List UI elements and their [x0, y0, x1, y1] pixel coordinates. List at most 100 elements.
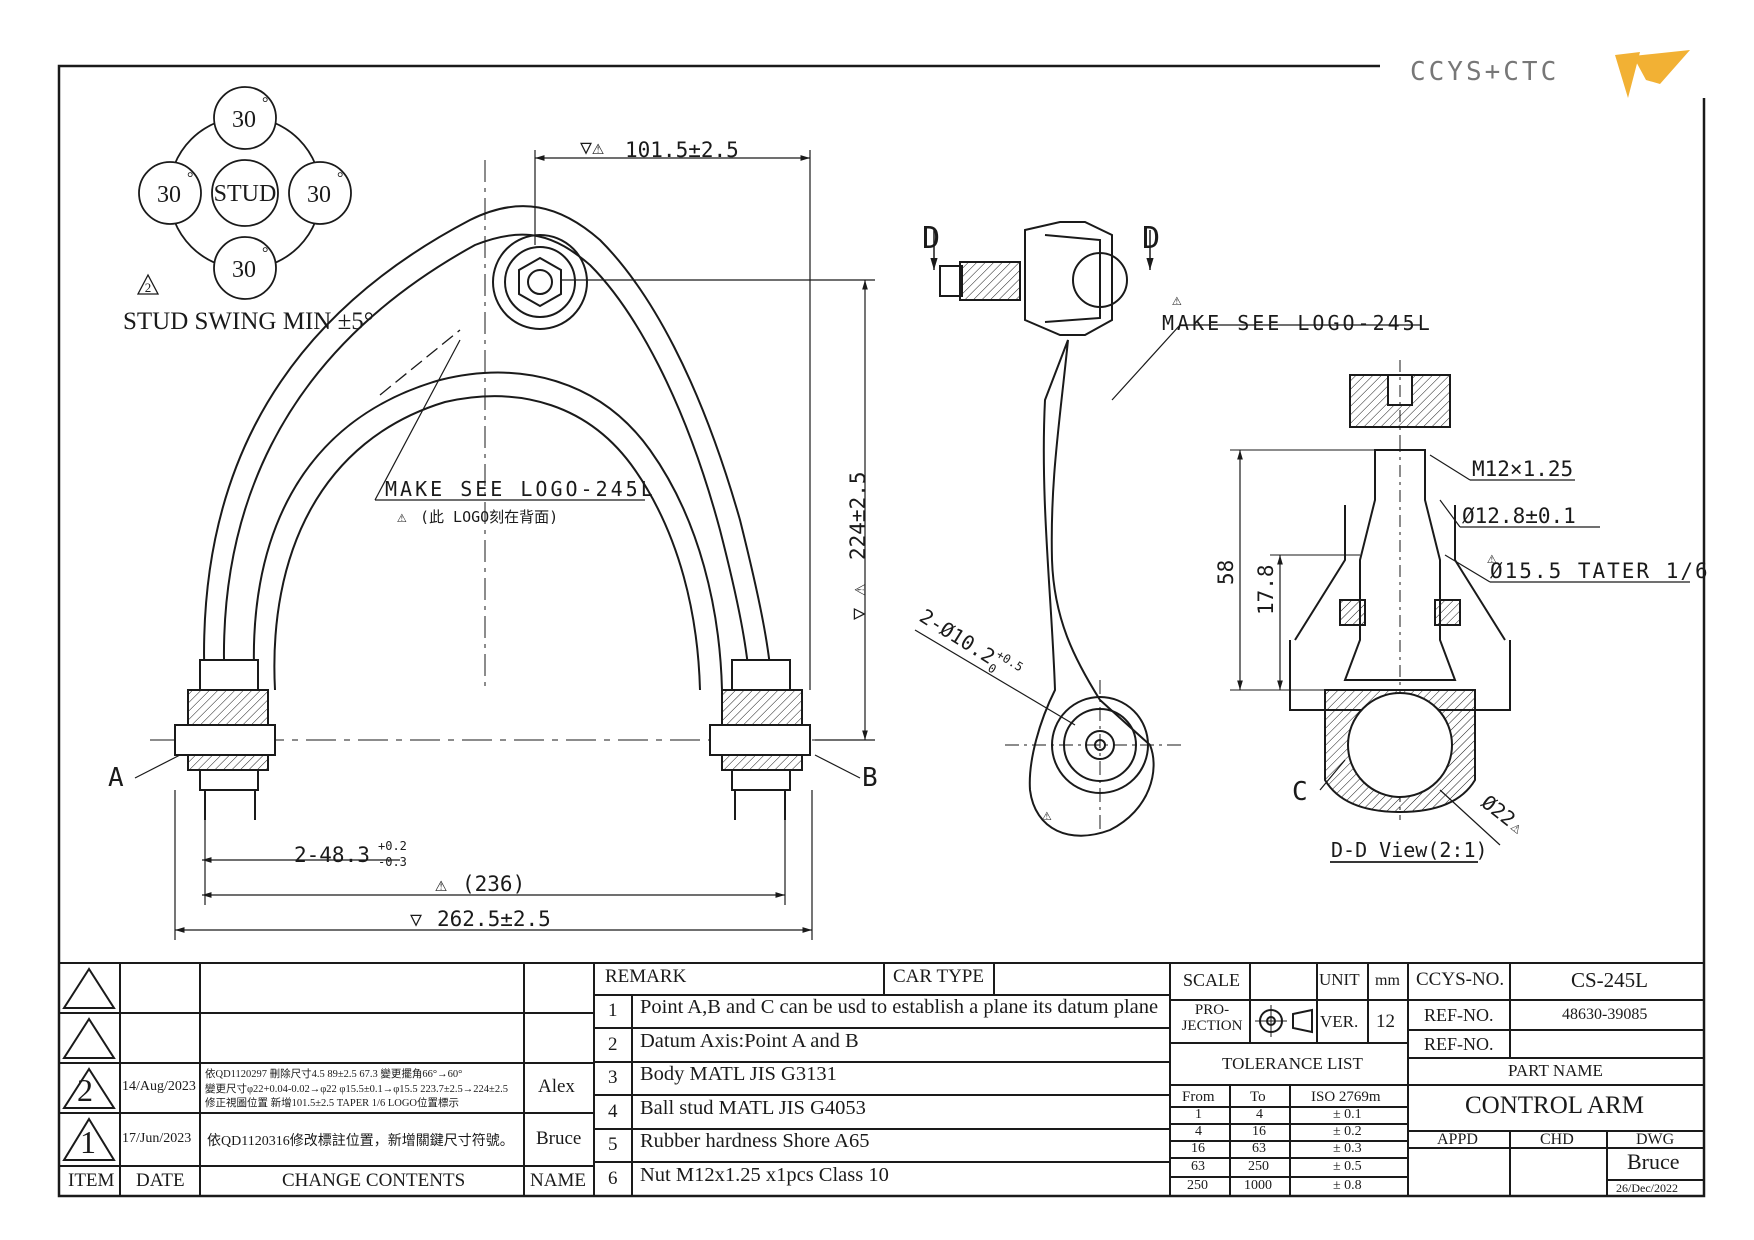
remark-text-6: Nut M12x1.25 x1pcs Class 10 — [640, 1164, 889, 1186]
tolerance-title: TOLERANCE LIST — [1222, 1054, 1363, 1073]
rev-header-item: ITEM — [68, 1170, 115, 1191]
point-a-label: A — [108, 763, 124, 793]
tol-value: ± 0.1 — [1333, 1107, 1362, 1122]
tol-to: 4 — [1256, 1107, 1263, 1122]
dim-dia-12-8: Ø12.8±0.1 — [1462, 504, 1576, 528]
section-d-left: D — [922, 221, 940, 256]
section-d-right: D — [1142, 221, 1160, 256]
ver-value: 12 — [1376, 1011, 1395, 1032]
dim-span: (236) — [462, 872, 525, 896]
stud-top-value: 30 — [232, 107, 256, 133]
point-c-label: C — [1292, 777, 1308, 807]
svg-text:▽: ▽ — [410, 907, 422, 931]
svg-text:+0.2: +0.2 — [378, 839, 407, 853]
tol-from: 250 — [1187, 1178, 1208, 1193]
appd-label: APPD — [1437, 1131, 1478, 1148]
remark-no-6: 6 — [608, 1168, 618, 1189]
svg-text:⚠: ⚠ — [1042, 805, 1052, 824]
section-view-title: D-D View(2:1) — [1331, 838, 1488, 862]
svg-text:°: ° — [262, 95, 268, 112]
tol-from: 16 — [1191, 1141, 1205, 1156]
tol-value: ± 0.8 — [1333, 1178, 1362, 1193]
svg-text:⚠: ⚠ — [1172, 290, 1182, 309]
chd-label: CHD — [1540, 1131, 1574, 1148]
remark-text-5: Rubber hardness Shore A65 — [640, 1130, 870, 1152]
bushing-right — [709, 659, 811, 820]
dim-17-8: 17.8 — [1254, 564, 1278, 615]
rev-header-change: CHANGE CONTENTS — [282, 1170, 466, 1191]
control-arm-main-view — [150, 160, 870, 741]
logo-note-main: MAKE SEE LOGO-245L — [385, 477, 656, 501]
remark-text-4: Ball stud MATL JIS G4053 — [640, 1097, 866, 1119]
svg-text:⚠: ⚠ — [435, 872, 447, 896]
logo-note-side: MAKE SEE LOGO-245L — [1162, 311, 1433, 335]
projection-label: PRO- JECTION — [1181, 1002, 1243, 1034]
dim-thread: M12×1.25 — [1472, 457, 1573, 481]
remark-text-3: Body MATL JIS G3131 — [640, 1063, 837, 1085]
rev-change-2-line3: 修正視圖位置 新增101.5±2.5 TAPER 1/6 LOGO位置標示 — [205, 1098, 460, 1109]
svg-text:⚠: ⚠ — [1487, 548, 1497, 567]
rev-change-1: 依QD1120316修改標註位置，新增關鍵尺寸符號。 — [207, 1134, 514, 1149]
section-view-labels: 58 17.8 M12×1.25 Ø12.8±0.1 ⚠ Ø15.5 TATER… — [1214, 457, 1710, 862]
part-name-label: PART NAME — [1508, 1061, 1603, 1080]
stud-swing-note: STUD SWING MIN ±5° — [123, 308, 374, 335]
dim-58: 58 — [1214, 560, 1238, 585]
dim-overall: 262.5±2.5 — [437, 907, 551, 931]
scale-label: SCALE — [1183, 970, 1241, 990]
dim-height: 224±2.5 — [846, 471, 870, 560]
sheet-border — [57, 64, 1706, 1198]
dim-holes: 2-48.3 — [294, 843, 370, 867]
stud-bottom-value: 30 — [232, 257, 256, 283]
logo-note-sub: (此 LOGO刻在背面) — [420, 508, 558, 526]
tol-to: 63 — [1252, 1141, 1266, 1156]
remark-no-1: 1 — [608, 1000, 618, 1021]
ref-no-value: 48630-39085 — [1562, 1006, 1648, 1023]
rev-header-date: DATE — [136, 1170, 185, 1191]
stud-left-value: 30 — [157, 182, 181, 208]
ccys-no-value: CS-245L — [1571, 968, 1649, 992]
rev-name-1: Bruce — [536, 1128, 582, 1149]
rev-item-1: 1 — [80, 1124, 96, 1160]
rev-name-2: Alex — [538, 1076, 575, 1097]
stud-swing-chart: STUD 30 30 30 30 ° ° ° ° 2 STUD SWING MI… — [123, 86, 374, 335]
remark-header: REMARK — [605, 966, 687, 987]
svg-text:°: ° — [262, 245, 268, 262]
rev-change-2-line1: 依QD1120297 刪除尺寸4.5 89±2.5 67.3 變更擺角66°→6… — [205, 1069, 463, 1080]
tol-value: ± 0.3 — [1333, 1141, 1362, 1156]
tol-to: 250 — [1248, 1159, 1269, 1174]
tol-from: 1 — [1195, 1107, 1202, 1122]
section-view-dd — [1230, 360, 1690, 863]
dim-dia-15-5: Ø15.5 TATER 1/6 — [1490, 559, 1710, 583]
dwg-label: DWG — [1636, 1131, 1675, 1148]
svg-text:▽⚠: ▽⚠ — [580, 135, 604, 159]
rev-date-1: 17/Jun/2023 — [122, 1131, 192, 1146]
svg-text:+0.5: +0.5 — [994, 647, 1026, 674]
svg-text:2: 2 — [145, 280, 152, 295]
drawing-date: 26/Dec/2022 — [1616, 1181, 1678, 1195]
drawn-by: Bruce — [1627, 1149, 1680, 1174]
company-logo: CCYS+CTC — [1410, 50, 1690, 98]
remark-no-2: 2 — [608, 1034, 618, 1055]
unit-label: UNIT — [1319, 970, 1360, 989]
stud-center-label: STUD — [214, 181, 277, 207]
remark-no-5: 5 — [608, 1134, 618, 1155]
car-type-header: CAR TYPE — [893, 966, 984, 987]
stud-right-value: 30 — [307, 182, 331, 208]
rev-item-2: 2 — [77, 1072, 93, 1108]
ccys-no-label: CCYS-NO. — [1416, 969, 1505, 990]
tol-value: ± 0.5 — [1333, 1159, 1362, 1174]
dimensions-main-view — [134, 150, 875, 940]
dim-side-hole: 2-Ø10.2 — [915, 604, 999, 669]
tol-from: 63 — [1191, 1159, 1205, 1174]
logo-text: CCYS+CTC — [1410, 57, 1559, 87]
bushing-left — [174, 659, 276, 820]
remark-no-3: 3 — [608, 1067, 618, 1088]
svg-text:▽ ⚠: ▽ ⚠ — [846, 584, 870, 620]
svg-text:-0.3: -0.3 — [378, 855, 407, 869]
side-view — [914, 221, 1420, 837]
rev-date-2: 14/Aug/2023 — [122, 1079, 196, 1094]
rev-header-name: NAME — [530, 1170, 586, 1191]
dimension-labels-main: ▽⚠ 101.5±2.5 224±2.5 ▽ ⚠ 2-48.3 +0.2 -0.… — [108, 135, 878, 931]
ver-label: VER. — [1320, 1012, 1359, 1031]
part-name-value: CONTROL ARM — [1465, 1092, 1644, 1119]
